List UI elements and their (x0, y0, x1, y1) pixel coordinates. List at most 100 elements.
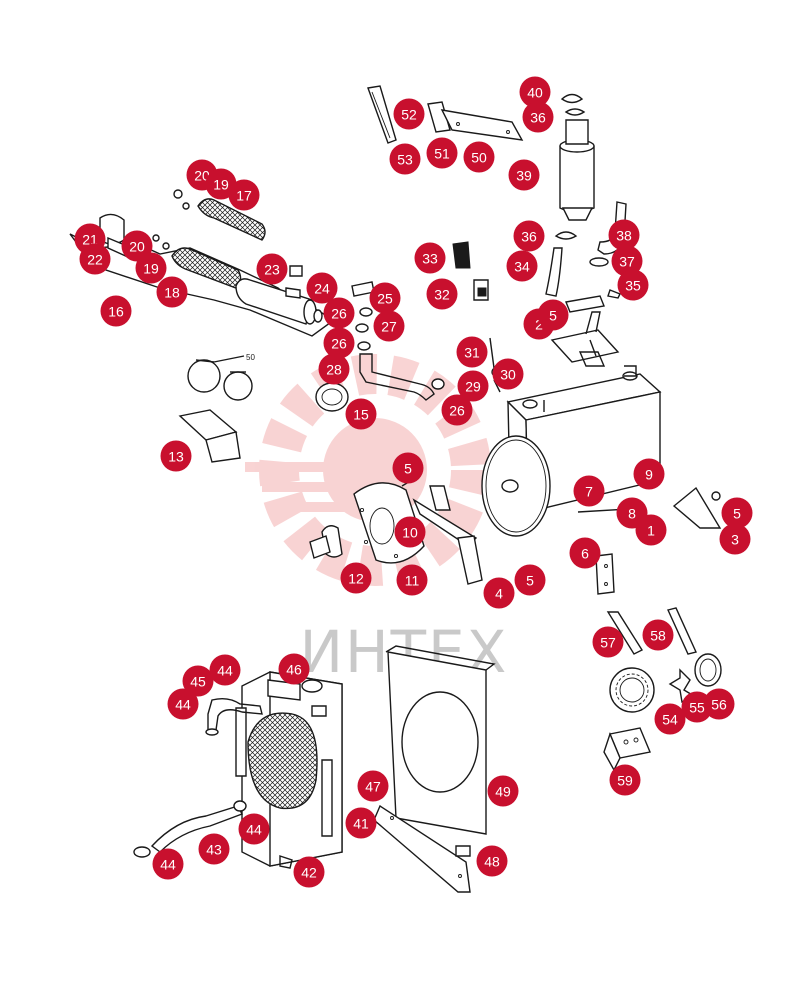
callout-5: 5 (392, 452, 424, 484)
callout-5: 5 (537, 299, 569, 331)
callout-number: 22 (87, 252, 103, 268)
callout-number: 19 (143, 261, 159, 277)
callout-number: 52 (401, 107, 417, 123)
callout-number: 47 (365, 779, 381, 795)
callout-badge (100, 295, 132, 327)
callout-badge (369, 282, 401, 314)
callout-number: 5 (549, 308, 557, 324)
callout-badge (345, 398, 377, 430)
callout-badge (205, 168, 237, 200)
callout-38: 38 (608, 219, 640, 251)
callout-30: 30 (492, 358, 524, 390)
callout-badge (167, 688, 199, 720)
callout-number: 21 (82, 232, 98, 248)
callout-number: 9 (645, 467, 653, 483)
callout-badge (513, 220, 545, 252)
callout-badge (719, 523, 751, 555)
callout-badge (357, 770, 389, 802)
callout-50: 50 (463, 141, 495, 173)
callout-number: 19 (213, 177, 229, 193)
callout-badge (278, 653, 310, 685)
callout-badge (487, 775, 519, 807)
callout-46: 46 (278, 653, 310, 685)
callout-badge (426, 137, 458, 169)
callout-badge (182, 665, 214, 697)
callout-20: 20 (121, 230, 153, 262)
callout-36: 36 (513, 220, 545, 252)
callout-number: 46 (286, 662, 302, 678)
callout-number: 7 (585, 484, 593, 500)
callout-badge (483, 577, 515, 609)
callout-44: 44 (238, 813, 270, 845)
callout-51: 51 (426, 137, 458, 169)
callout-19: 19 (205, 168, 237, 200)
callout-badge (456, 336, 488, 368)
callout-number: 54 (662, 712, 678, 728)
callout-badge (228, 179, 260, 211)
callout-26: 26 (323, 297, 355, 329)
callout-52: 52 (393, 98, 425, 130)
callout-7: 7 (573, 475, 605, 507)
callout-53: 53 (389, 143, 421, 175)
callout-4: 4 (483, 577, 515, 609)
callout-number: 3 (731, 532, 739, 548)
callout-badge (135, 252, 167, 284)
callout-number: 10 (402, 525, 418, 541)
callout-3: 3 (719, 523, 751, 555)
callout-9: 9 (633, 458, 665, 490)
callout-number: 56 (711, 697, 727, 713)
callout-10: 10 (394, 516, 426, 548)
callout-number: 42 (301, 865, 317, 881)
callout-number: 35 (625, 278, 641, 294)
callout-5: 5 (721, 497, 753, 529)
callout-badge (323, 327, 355, 359)
callout-13: 13 (160, 440, 192, 472)
callout-badge (476, 845, 508, 877)
callout-badge (457, 370, 489, 402)
callout-badge (633, 458, 665, 490)
callout-57: 57 (592, 626, 624, 658)
callout-badge (392, 452, 424, 484)
callout-27: 27 (373, 310, 405, 342)
callout-number: 6 (581, 546, 589, 562)
callout-number: 25 (377, 291, 393, 307)
callout-39: 39 (508, 159, 540, 191)
callout-49: 49 (487, 775, 519, 807)
callout-number: 28 (326, 362, 342, 378)
callout-number: 5 (526, 573, 534, 589)
callout-badge (635, 514, 667, 546)
callout-36: 36 (522, 101, 554, 133)
callout-badge (519, 76, 551, 108)
callout-number: 5 (404, 461, 412, 477)
callout-number: 26 (331, 306, 347, 322)
callout-badge (152, 848, 184, 880)
callout-16: 16 (100, 295, 132, 327)
callout-number: 8 (628, 506, 636, 522)
callout-badge (654, 703, 686, 735)
callout-badge (522, 101, 554, 133)
callout-number: 26 (449, 403, 465, 419)
watermark (245, 354, 491, 586)
callout-31: 31 (456, 336, 488, 368)
callout-badge (393, 98, 425, 130)
callout-54: 54 (654, 703, 686, 735)
callout-badge (441, 394, 473, 426)
callout-44: 44 (152, 848, 184, 880)
callout-22: 22 (79, 243, 111, 275)
callout-badge (463, 141, 495, 173)
callout-number: 44 (160, 857, 176, 873)
callout-number: 36 (530, 110, 546, 126)
callout-number: 59 (617, 773, 633, 789)
callout-23: 23 (256, 253, 288, 285)
callout-number: 51 (434, 146, 450, 162)
callout-number: 31 (464, 345, 480, 361)
callout-number: 30 (500, 367, 516, 383)
callout-number: 39 (516, 168, 532, 184)
callout-56: 56 (703, 688, 735, 720)
callout-badge (721, 497, 753, 529)
callout-number: 1 (647, 523, 655, 539)
callout-number: 29 (465, 379, 481, 395)
callout-badge (492, 358, 524, 390)
